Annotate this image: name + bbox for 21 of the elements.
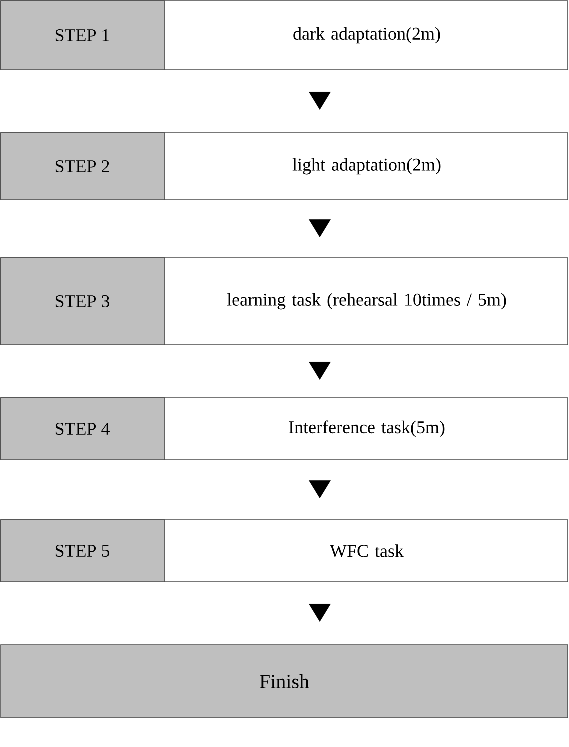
step-label-cell: STEP 5: [0, 520, 166, 582]
step-label-cell: STEP 1: [0, 0, 166, 70]
step-row: [0, 0, 568, 70]
step-row: [0, 520, 568, 582]
arrow: [309, 92, 331, 110]
step-label-cell: STEP 3: [0, 258, 166, 346]
arrow: [309, 220, 331, 238]
step-description: WFC task: [330, 544, 404, 558]
arrow: [309, 480, 331, 499]
arrow: [309, 362, 331, 380]
step-row: [0, 132, 568, 200]
step-label-cell: STEP 2: [0, 132, 166, 200]
step-row: [0, 398, 568, 460]
step-row: [0, 258, 568, 346]
step-description: light adaptation(2m): [292, 158, 441, 175]
step-label-cell: STEP 4: [0, 398, 166, 460]
finish-box: Finish: [0, 644, 568, 718]
step-description: learning task (rehearsal 10times / 5m): [227, 293, 506, 310]
step-description: Interference task(5m): [289, 420, 445, 438]
arrow: [309, 604, 331, 622]
step-description: dark adaptation(2m): [294, 27, 440, 44]
